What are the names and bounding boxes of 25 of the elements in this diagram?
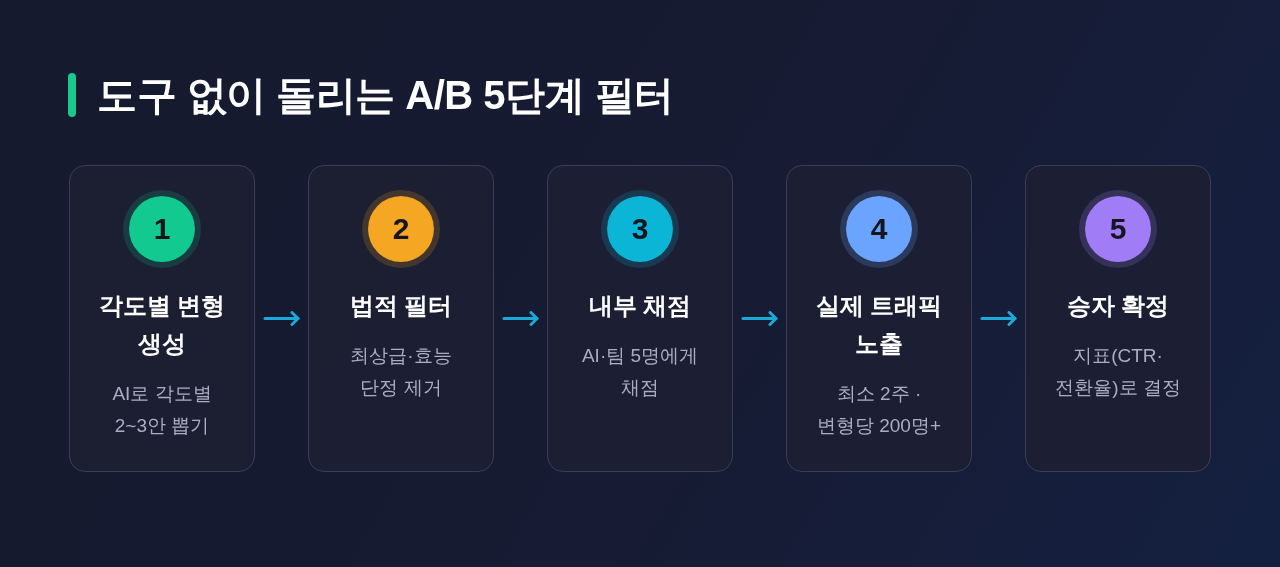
step-card bbox=[547, 165, 733, 472]
step-description: 최상급·효능 단정 제거 bbox=[349, 344, 453, 400]
step-description: 최소 2주 · 변형당 200명+ bbox=[815, 382, 943, 438]
step-number: 2 bbox=[362, 190, 440, 268]
arrow bbox=[980, 311, 1017, 326]
step-card bbox=[308, 165, 494, 472]
step-card bbox=[69, 165, 255, 472]
arrow bbox=[741, 311, 778, 326]
step-title: 각도별 변형 생성 bbox=[97, 291, 227, 359]
step-title: 승자 확정 bbox=[1065, 291, 1171, 321]
step-description: AI로 각도별 2~3안 뽑기 bbox=[111, 382, 213, 438]
arrow bbox=[502, 311, 539, 326]
step-card bbox=[1025, 165, 1211, 472]
step-title: 내부 채점 bbox=[587, 291, 693, 321]
step-title: 실제 트래픽 노출 bbox=[814, 291, 944, 359]
arrow bbox=[263, 311, 300, 326]
step-number: 3 bbox=[601, 190, 679, 268]
step-number: 1 bbox=[123, 190, 201, 268]
step-description: AI·팀 5명에게 채점 bbox=[580, 344, 700, 400]
step-title: 법적 필터 bbox=[348, 291, 454, 321]
step-number: 5 bbox=[1079, 190, 1157, 268]
step-number: 4 bbox=[840, 190, 918, 268]
diagram-title: 도구 없이 돌리는 A/B 5단계 필터 bbox=[97, 72, 674, 119]
step-card bbox=[786, 165, 972, 472]
step-description: 지표(CTR· 전환율)로 결정 bbox=[1054, 344, 1182, 400]
